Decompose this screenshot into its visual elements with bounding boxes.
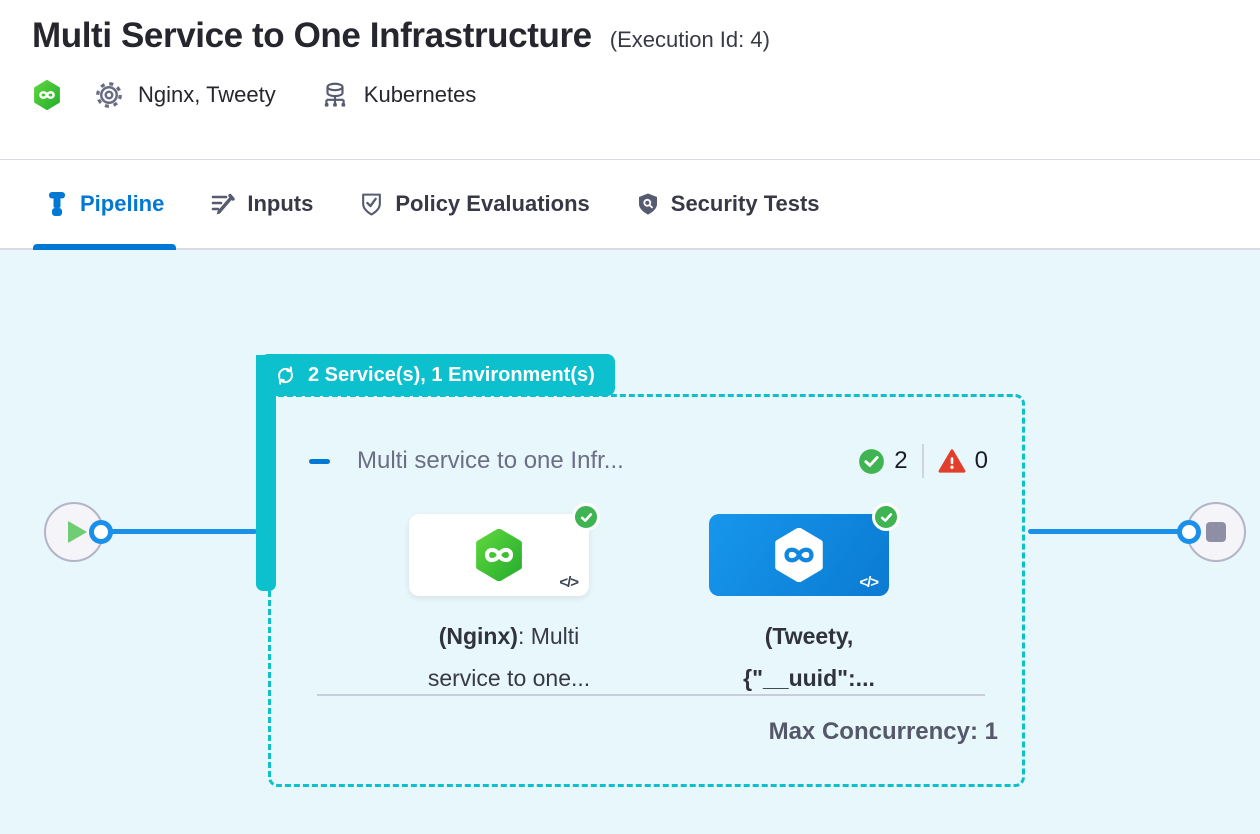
infrastructure-icon — [320, 80, 350, 110]
group-title: Multi service to one Infr... — [357, 447, 624, 474]
check-circle-icon — [858, 448, 885, 475]
service-node-nginx[interactable]: </> — [409, 503, 600, 596]
count-divider — [921, 444, 924, 478]
tab-label: Policy Evaluations — [395, 191, 590, 216]
max-concurrency-label: Max Concurrency: 1 — [768, 718, 998, 745]
success-badge-icon — [872, 503, 900, 531]
harness-logo-icon — [32, 80, 62, 110]
group-divider — [317, 694, 985, 696]
page-title: Multi Service to One Infrastructure — [32, 16, 592, 55]
pipeline-start-node — [44, 502, 104, 562]
end-connector-dot — [1177, 520, 1201, 544]
execution-header: Multi Service to One Infrastructure (Exe… — [0, 0, 1260, 160]
tab-label: Pipeline — [80, 191, 165, 216]
matrix-stage-group[interactable]: Multi service to one Infr... 2 — [268, 394, 1025, 787]
service-desc-line2: {"__uuid":... — [743, 665, 875, 691]
harness-service-logo-white — [772, 528, 826, 582]
service-label-nginx: (Nginx): Multi service to one... — [349, 615, 669, 699]
failure-count-value: 0 — [974, 447, 988, 474]
success-badge-icon — [572, 503, 600, 531]
stage-badge-label: 2 Service(s), 1 Environment(s) — [308, 363, 595, 386]
group-header: Multi service to one Infr... 2 — [309, 441, 988, 481]
tab-policy-evaluations[interactable]: Policy Evaluations — [347, 160, 601, 248]
loop-stage-side-bar — [256, 355, 276, 591]
services-names: Nginx, Tweety — [138, 82, 276, 107]
pipeline-canvas[interactable]: 2 Service(s), 1 Environment(s) Multi ser… — [0, 250, 1260, 834]
stage-services-badge[interactable]: 2 Service(s), 1 Environment(s) — [260, 354, 615, 396]
loop-icon — [274, 364, 297, 387]
execution-tabs: Pipeline Inputs Policy Evaluations — [0, 160, 1260, 250]
title-row: Multi Service to One Infrastructure (Exe… — [32, 16, 1228, 56]
infrastructure-name: Kubernetes — [363, 82, 477, 107]
service-name: (Tweety, — [764, 623, 854, 649]
success-count: 2 — [858, 447, 908, 475]
warning-triangle-icon — [938, 448, 966, 475]
tab-pipeline[interactable]: Pipeline — [33, 160, 177, 250]
policy-shield-check-icon — [359, 191, 384, 217]
start-connector-dot — [89, 520, 113, 544]
service-label-tweety: (Tweety, {"__uuid":... — [649, 615, 969, 699]
inputs-icon — [210, 191, 236, 217]
service-desc: : Multi — [517, 623, 580, 649]
tab-label: Security Tests — [670, 191, 820, 216]
execution-meta-row: Nginx, Tweety Kubernetes — [32, 80, 1228, 110]
service-name: (Nginx) — [438, 623, 518, 649]
edge-start-to-stage — [101, 529, 257, 534]
failure-count: 0 — [938, 447, 988, 475]
harness-service-logo-green — [473, 529, 525, 581]
service-desc-line2: service to one... — [427, 665, 591, 691]
execution-id: (Execution Id: 4) — [609, 27, 770, 52]
pipeline-icon — [45, 191, 69, 217]
code-icon: </> — [559, 574, 579, 591]
service-node-tweety[interactable]: </> — [709, 503, 900, 596]
security-shield-icon — [636, 191, 660, 217]
collapse-icon[interactable] — [309, 458, 330, 464]
edge-stage-to-end — [1028, 529, 1180, 534]
success-count-value: 2 — [894, 447, 908, 474]
tab-security-tests[interactable]: Security Tests — [624, 160, 832, 248]
tab-inputs[interactable]: Inputs — [198, 160, 325, 248]
services-gear-icon — [94, 80, 124, 110]
code-icon: </> — [859, 574, 879, 591]
play-icon — [67, 521, 87, 543]
tab-label: Inputs — [247, 191, 314, 216]
stop-icon — [1206, 522, 1226, 542]
